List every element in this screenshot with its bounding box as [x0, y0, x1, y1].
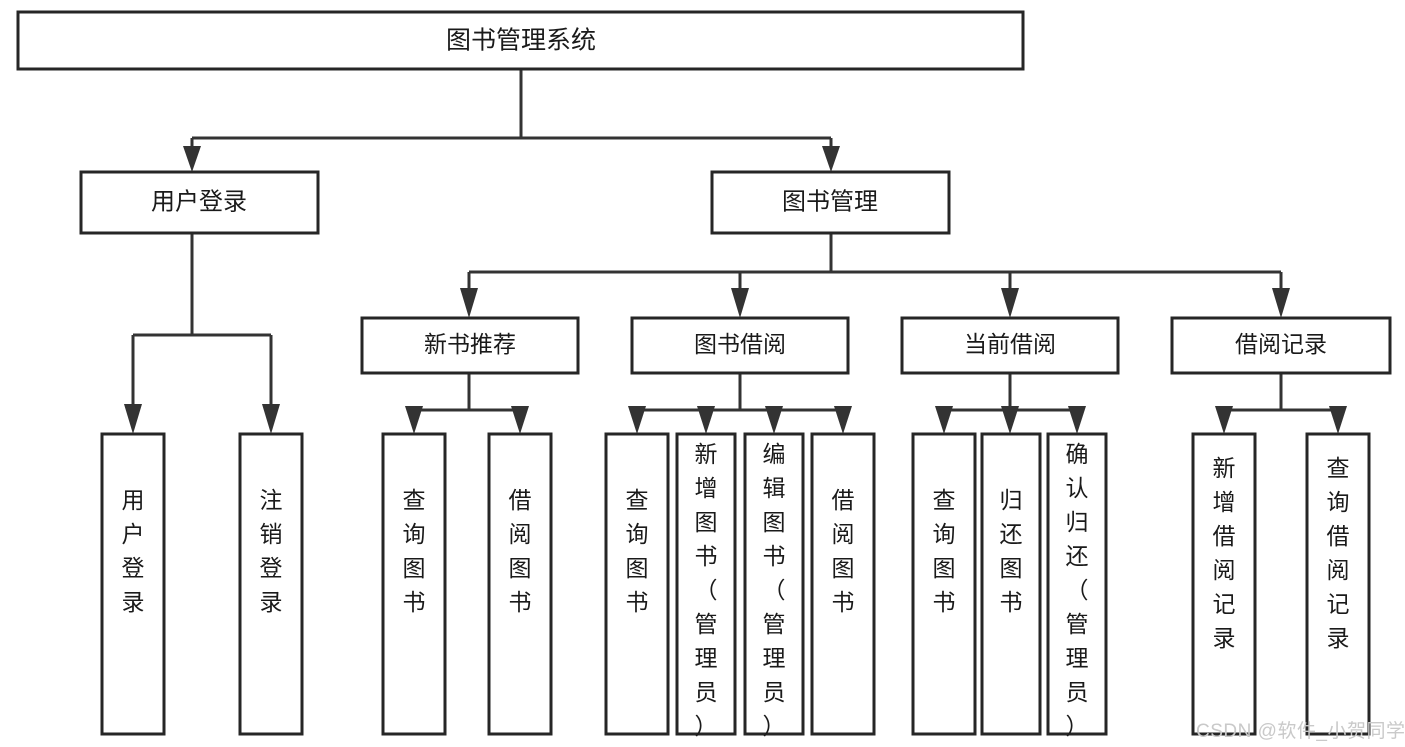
node-borrow-record[interactable]: 借阅记录	[1170, 316, 1392, 375]
arrowhead-add-record	[1215, 406, 1233, 434]
leaf-logout-label: 注销登录	[260, 487, 283, 615]
leaf-borrow-book-1[interactable]: 借阅图书	[487, 432, 553, 736]
leaf-logout-box	[238, 432, 304, 736]
leaf-return-book-box	[980, 432, 1042, 736]
arrowhead-borrow-record	[1272, 288, 1290, 318]
arrowhead-query-record	[1329, 406, 1347, 434]
arrowhead-current-borrow	[1001, 288, 1019, 318]
arrowhead-user-login	[183, 146, 201, 172]
leaf-add-record-label: 新增借阅记录	[1213, 455, 1236, 651]
leaf-user-login-label: 用户登录	[122, 487, 145, 615]
leaf-confirm-return-box	[1046, 432, 1108, 736]
node-current-borrow-box	[900, 316, 1120, 375]
leaf-query-record[interactable]: 查询借阅记录	[1305, 432, 1371, 736]
node-user-login-box	[79, 170, 320, 235]
node-new-book-rec[interactable]: 新书推荐	[360, 316, 580, 375]
node-borrow-record-box	[1170, 316, 1392, 375]
arrowhead-leaf-logout	[262, 404, 280, 434]
node-book-borrow-box	[630, 316, 850, 375]
leaf-query-record-label: 查询借阅记录	[1327, 455, 1350, 651]
connector-layer	[124, 69, 1347, 434]
arrowhead-new-book-rec	[460, 288, 478, 318]
arrowhead-add-book	[697, 406, 715, 434]
leaf-borrow-book-1-label: 借阅图书	[509, 487, 532, 615]
node-root-box	[16, 10, 1025, 71]
node-book-borrow[interactable]: 图书借阅	[630, 316, 850, 375]
leaf-query-record-box	[1305, 432, 1371, 736]
leaf-edit-book[interactable]: 编辑图书（管理员）	[743, 432, 805, 739]
leaf-borrow-book-2[interactable]: 借阅图书	[810, 432, 876, 736]
leaf-borrow-book-2-box	[810, 432, 876, 736]
arrowhead-return-book	[1001, 406, 1019, 434]
arrowhead-query-book-3	[935, 406, 953, 434]
arrowhead-borrow-book-2	[834, 406, 852, 434]
leaf-return-book-label: 归还图书	[1000, 487, 1023, 615]
node-book-borrow-label: 图书借阅	[694, 331, 786, 357]
node-book-manage-label: 图书管理	[782, 188, 878, 215]
leaf-logout[interactable]: 注销登录	[238, 432, 304, 736]
leaf-user-login-box	[100, 432, 166, 736]
node-new-book-rec-box	[360, 316, 580, 375]
leaf-confirm-return[interactable]: 确认归还（管理员）	[1046, 432, 1108, 739]
node-new-book-rec-label: 新书推荐	[424, 331, 516, 357]
arrowhead-leaf-user-login	[124, 404, 142, 434]
leaf-query-book-2-box	[604, 432, 670, 736]
leaf-query-book-2[interactable]: 查询图书	[604, 432, 670, 736]
leaf-query-book-3-label: 查询图书	[933, 487, 956, 615]
arrowhead-query-book-2	[628, 406, 646, 434]
leaf-query-book-1[interactable]: 查询图书	[381, 432, 447, 736]
arrowhead-borrow-book-1	[511, 406, 529, 434]
arrowhead-query-book-1	[405, 406, 423, 434]
node-user-login[interactable]: 用户登录	[79, 170, 320, 235]
node-root[interactable]: 图书管理系统	[16, 10, 1025, 71]
node-book-manage-box	[710, 170, 951, 235]
leaf-query-book-2-label: 查询图书	[626, 487, 649, 615]
leaf-query-book-1-label: 查询图书	[403, 487, 426, 615]
leaf-query-book-3-box	[911, 432, 977, 736]
arrowhead-edit-book	[765, 406, 783, 434]
leaf-add-book[interactable]: 新增图书（管理员）	[675, 432, 737, 739]
node-current-borrow-label: 当前借阅	[964, 331, 1056, 357]
leaf-borrow-book-1-box	[487, 432, 553, 736]
leaf-confirm-return-label: 确认归还（管理员）	[1066, 441, 1089, 739]
leaf-edit-book-label: 编辑图书（管理员）	[763, 441, 786, 739]
leaf-add-book-box	[675, 432, 737, 736]
node-user-login-label: 用户登录	[151, 188, 247, 215]
arrowhead-book-borrow	[731, 288, 749, 318]
leaf-return-book[interactable]: 归还图书	[980, 432, 1042, 736]
node-book-manage[interactable]: 图书管理	[710, 170, 951, 235]
leaf-add-book-label: 新增图书（管理员）	[695, 441, 718, 739]
leaf-borrow-book-2-label: 借阅图书	[832, 487, 855, 615]
arrowhead-book-manage	[822, 146, 840, 172]
leaf-add-record[interactable]: 新增借阅记录	[1191, 432, 1257, 736]
leaf-edit-book-box	[743, 432, 805, 736]
node-root-label: 图书管理系统	[446, 27, 596, 55]
leaf-add-record-box	[1191, 432, 1257, 736]
arrowhead-confirm-return	[1068, 406, 1086, 434]
leaf-user-login[interactable]: 用户登录	[100, 432, 166, 736]
leaf-query-book-1-box	[381, 432, 447, 736]
leaf-query-book-3[interactable]: 查询图书	[911, 432, 977, 736]
node-current-borrow[interactable]: 当前借阅	[900, 316, 1120, 375]
node-borrow-record-label: 借阅记录	[1235, 331, 1327, 357]
